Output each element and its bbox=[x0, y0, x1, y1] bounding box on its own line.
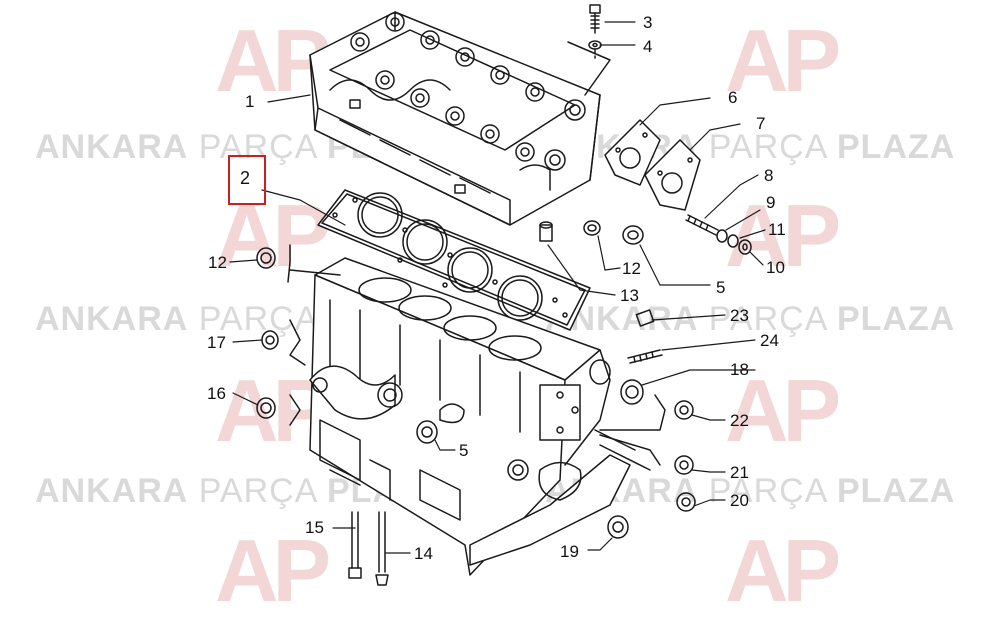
callout-17: 17 bbox=[207, 333, 226, 352]
seal-5-upper bbox=[622, 225, 644, 245]
seal-16 bbox=[256, 397, 276, 419]
callout-2: 2 bbox=[240, 168, 251, 188]
callout-3: 3 bbox=[643, 13, 653, 32]
seal-19 bbox=[607, 515, 629, 539]
callout-8: 8 bbox=[764, 166, 774, 185]
bolt-15 bbox=[348, 511, 362, 579]
cylinder-block bbox=[309, 257, 651, 576]
nut-10 bbox=[738, 239, 752, 255]
seal-18 bbox=[620, 379, 644, 405]
watermark-logo: AP bbox=[725, 186, 841, 285]
head-gasket bbox=[317, 189, 591, 331]
callout-14: 14 bbox=[414, 544, 433, 563]
callout-6: 6 bbox=[728, 88, 738, 107]
seal-5-lower bbox=[416, 420, 438, 444]
watermark-logo: AP bbox=[725, 11, 841, 110]
bolt-14 bbox=[375, 511, 389, 586]
callout-5-upper: 5 bbox=[716, 278, 726, 297]
callout-23: 23 bbox=[730, 306, 749, 325]
washer-9 bbox=[716, 229, 728, 243]
seal-21 bbox=[674, 455, 694, 475]
callout-21: 21 bbox=[730, 463, 749, 482]
callout-leaders bbox=[229, 21, 766, 554]
seal-22 bbox=[674, 400, 694, 420]
watermark-logo: AP bbox=[215, 186, 331, 285]
plug-23 bbox=[635, 309, 655, 327]
seal-20 bbox=[676, 492, 696, 512]
callout-15: 15 bbox=[305, 518, 324, 537]
callout-19: 19 bbox=[560, 542, 579, 561]
washer-11 bbox=[727, 234, 739, 248]
callout-24: 24 bbox=[760, 331, 779, 350]
callout-18: 18 bbox=[730, 360, 749, 379]
callout-9: 9 bbox=[766, 193, 776, 212]
dowel-13 bbox=[539, 221, 553, 242]
callout-11: 11 bbox=[768, 220, 786, 239]
stud-24 bbox=[627, 349, 663, 364]
seal-17 bbox=[261, 330, 279, 350]
exploded-parts-diagram: AP AP AP AP AP AP AP AP ANKARA PARÇA PLA… bbox=[35, 4, 954, 620]
cover-plate-6 bbox=[604, 119, 661, 186]
callout-4: 4 bbox=[643, 37, 653, 56]
callout-12-left: 12 bbox=[208, 253, 227, 272]
seal-12-upper bbox=[583, 220, 601, 236]
callout-1: 1 bbox=[245, 92, 255, 111]
callout-7: 7 bbox=[756, 114, 766, 133]
highlight-box bbox=[228, 155, 266, 205]
seal-12-lower bbox=[256, 247, 276, 269]
callout-22: 22 bbox=[730, 411, 749, 430]
stud-8 bbox=[685, 214, 719, 236]
parts-line-drawing bbox=[229, 4, 766, 586]
callout-12-right: 12 bbox=[622, 259, 641, 278]
callout-10: 10 bbox=[766, 258, 785, 277]
watermark-logo: AP bbox=[725, 361, 841, 460]
callout-13: 13 bbox=[620, 286, 639, 305]
cover-plate-7 bbox=[644, 139, 701, 211]
cylinder-head bbox=[309, 11, 601, 226]
head-bolt-3 bbox=[588, 4, 602, 59]
callout-5-lower: 5 bbox=[459, 441, 469, 460]
callout-16: 16 bbox=[207, 384, 226, 403]
callout-20: 20 bbox=[730, 491, 749, 510]
